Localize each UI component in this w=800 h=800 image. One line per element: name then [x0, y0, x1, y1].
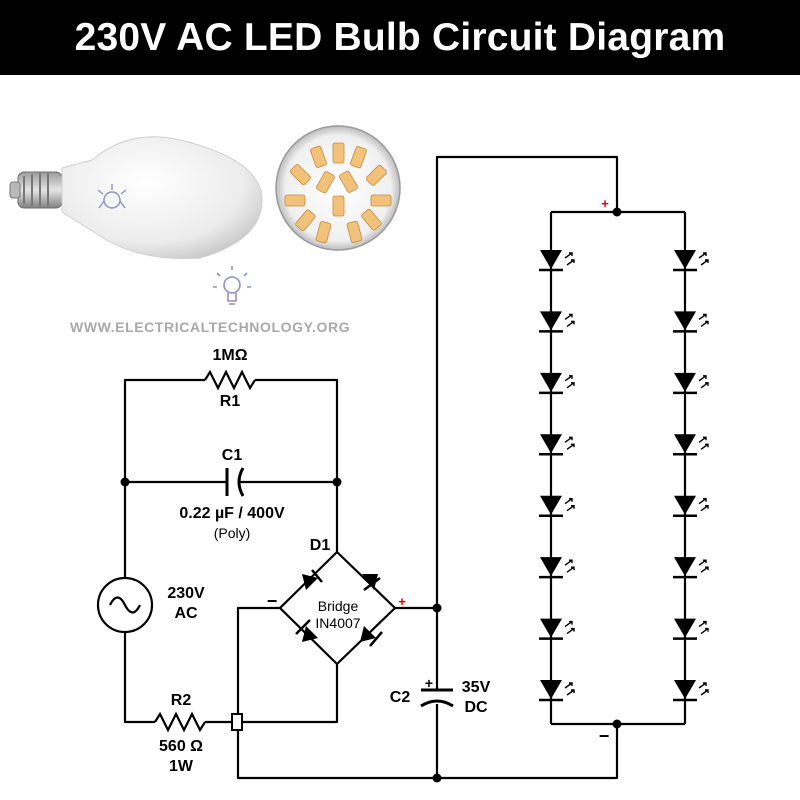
led-diode — [539, 495, 575, 517]
led-diode — [539, 434, 575, 456]
c2-type: DC — [464, 699, 488, 716]
led-diode — [673, 618, 709, 640]
led-diode — [539, 311, 575, 333]
bridge-diode-2 — [362, 574, 381, 591]
c2-plus-sign: + — [425, 675, 433, 691]
r1-value: 1MΩ — [212, 347, 247, 364]
source-voltage: 230V — [167, 585, 205, 602]
capacitor-c1: C1 0.22 µF / 400V (Poly) — [179, 447, 285, 541]
led-plus-sign: + — [601, 196, 609, 211]
c1-note: (Poly) — [214, 525, 251, 541]
led-diode — [539, 618, 575, 640]
bridge-diode-1 — [302, 569, 323, 590]
led-diode — [673, 680, 709, 702]
wires — [123, 155, 687, 780]
resistor-r2: R2 560 Ω 1W — [154, 692, 243, 775]
source-type: AC — [174, 605, 198, 622]
capacitor-c2: + C2 35V DC — [390, 675, 491, 716]
d1-ref: D1 — [310, 537, 331, 554]
led-diode — [673, 311, 709, 333]
led-diode — [673, 372, 709, 395]
led-diode — [539, 250, 575, 272]
bridge-plus-sign: + — [398, 594, 406, 609]
c1-value: 0.22 µF / 400V — [179, 505, 285, 522]
lightbulb-icon — [213, 266, 251, 305]
led-minus-sign: − — [599, 726, 610, 746]
resistor-r1: 1MΩ R1 — [204, 347, 256, 410]
r2-value: 560 Ω — [159, 738, 203, 755]
led-diode — [539, 557, 575, 579]
bridge-rectifier-d1: D1 Bridge IN4007 − + — [267, 537, 406, 666]
led-chip-disc-image — [275, 125, 401, 251]
led-bulb-image — [9, 136, 263, 259]
title-bar: 230V AC LED Bulb Circuit Diagram — [0, 0, 800, 75]
junction-dots — [120, 207, 622, 783]
ac-source: 230V AC — [96, 576, 205, 634]
led-diode — [539, 680, 575, 702]
bulb-screw-base — [9, 171, 63, 209]
bridge-diode-3 — [295, 619, 318, 642]
bridge-minus-sign: − — [267, 591, 278, 611]
r2-ref: R2 — [171, 692, 192, 709]
c2-ref: C2 — [390, 689, 411, 706]
led-diode — [673, 250, 709, 272]
led-chip-array — [284, 142, 392, 244]
c1-ref: C1 — [222, 447, 243, 464]
page-title: 230V AC LED Bulb Circuit Diagram — [74, 15, 726, 59]
bulb-glass — [61, 136, 263, 259]
d1-name: Bridge — [318, 598, 359, 614]
led-diode — [673, 557, 709, 579]
led-diode — [673, 495, 709, 517]
c2-voltage: 35V — [462, 679, 491, 696]
led-array — [539, 250, 709, 702]
led-diode — [673, 434, 709, 456]
r2-power: 1W — [169, 758, 194, 775]
led-diode — [539, 372, 575, 395]
watermark-text: WWW.ELECTRICALTECHNOLOGY.ORG — [70, 319, 350, 335]
d1-part: IN4007 — [315, 615, 360, 631]
bridge-diode-4 — [360, 626, 383, 647]
bulb-small-icon — [97, 184, 127, 209]
r1-ref: R1 — [220, 393, 241, 410]
